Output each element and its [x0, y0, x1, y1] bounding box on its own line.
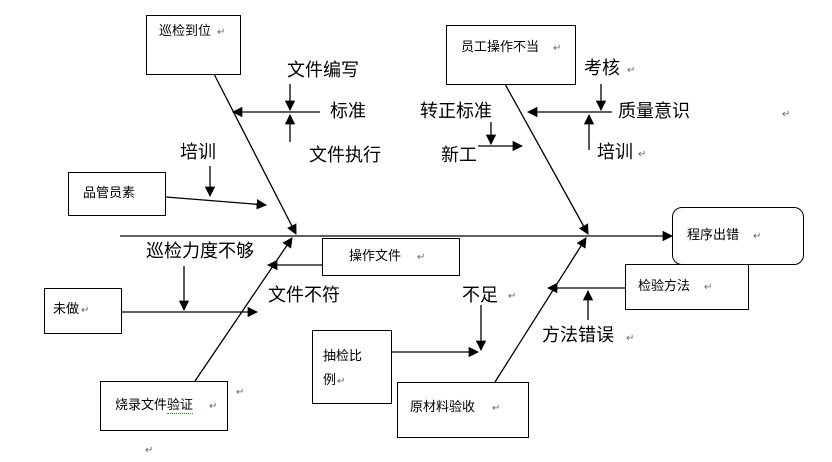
bone-inspection	[212, 71, 297, 235]
label-doc-mismatch: 文件不符	[268, 285, 340, 306]
label-quality-awareness: 质量意识	[618, 101, 690, 122]
box-label: 程序出错	[687, 228, 740, 243]
bone-staff	[504, 83, 589, 235]
box-label: 未做	[53, 302, 80, 317]
return-mark: ↵	[337, 376, 346, 387]
return-mark: ↵	[81, 305, 90, 316]
bone-raw-material	[494, 237, 587, 383]
return-mark: ↵	[627, 65, 636, 76]
return-mark: ↵	[492, 403, 501, 414]
label-assessment: 考核	[584, 58, 620, 79]
return-mark: ↵	[209, 401, 218, 412]
box-staff-misoperation: 员工操作不当 ↵	[446, 25, 576, 85]
label-doc-execution: 文件执行	[309, 145, 381, 166]
return-mark: ↵	[417, 252, 426, 263]
return-mark: ↵	[236, 387, 245, 398]
box-burn-file-verify: 烧录文件验证 ↵	[100, 381, 228, 431]
return-mark: ↵	[704, 282, 713, 293]
box-sampling-ratio: 抽检比 例 ↵	[312, 330, 392, 404]
return-mark: ↵	[508, 291, 517, 302]
box-label: 烧录文件验证	[115, 398, 194, 414]
label-insufficient: 不足	[462, 285, 498, 306]
return-mark: ↵	[753, 231, 762, 242]
label-new-staff: 新工	[441, 145, 477, 166]
label-inspection-not-enough: 巡检力度不够	[146, 241, 254, 262]
box-label: 检验方法	[638, 279, 691, 294]
return-mark: ↵	[626, 333, 635, 344]
box-label-line1: 抽检比	[323, 349, 363, 364]
box-qc-quality: 品管员素	[68, 172, 166, 216]
label-training-left: 培训	[180, 142, 216, 163]
label-training-right: 培训	[597, 142, 633, 163]
return-mark: ↵	[638, 149, 647, 160]
box-label: 原材料验收	[410, 400, 476, 415]
box-label-line2: 例	[323, 373, 337, 388]
label-regular-standard: 转正标准	[420, 101, 492, 122]
box-operation-document: 操作文件 ↵	[322, 238, 460, 276]
box-label: 巡检到位	[159, 24, 212, 39]
label-standard: 标准	[330, 101, 366, 122]
box-raw-material-receipt: 原材料验收 ↵	[397, 382, 529, 438]
box-inspection-in-place: 巡检到位 ↵	[146, 15, 241, 75]
box-inspection-method: 检验方法 ↵	[625, 264, 749, 310]
box-label: 员工操作不当	[461, 40, 540, 55]
arrow-qc	[165, 196, 268, 210]
return-mark: ↵	[217, 27, 226, 38]
box-not-done: 未做 ↵	[44, 288, 122, 334]
return-mark: ↵	[782, 109, 791, 120]
box-label: 操作文件	[349, 249, 402, 264]
return-mark: ↵	[553, 43, 562, 54]
label-doc-writing: 文件编写	[287, 60, 359, 81]
label-method-error: 方法错误	[542, 325, 614, 346]
return-mark: ↵	[145, 445, 154, 456]
box-label: 品管员素	[83, 186, 136, 201]
box-program-error: 程序出错 ↵	[672, 207, 804, 265]
